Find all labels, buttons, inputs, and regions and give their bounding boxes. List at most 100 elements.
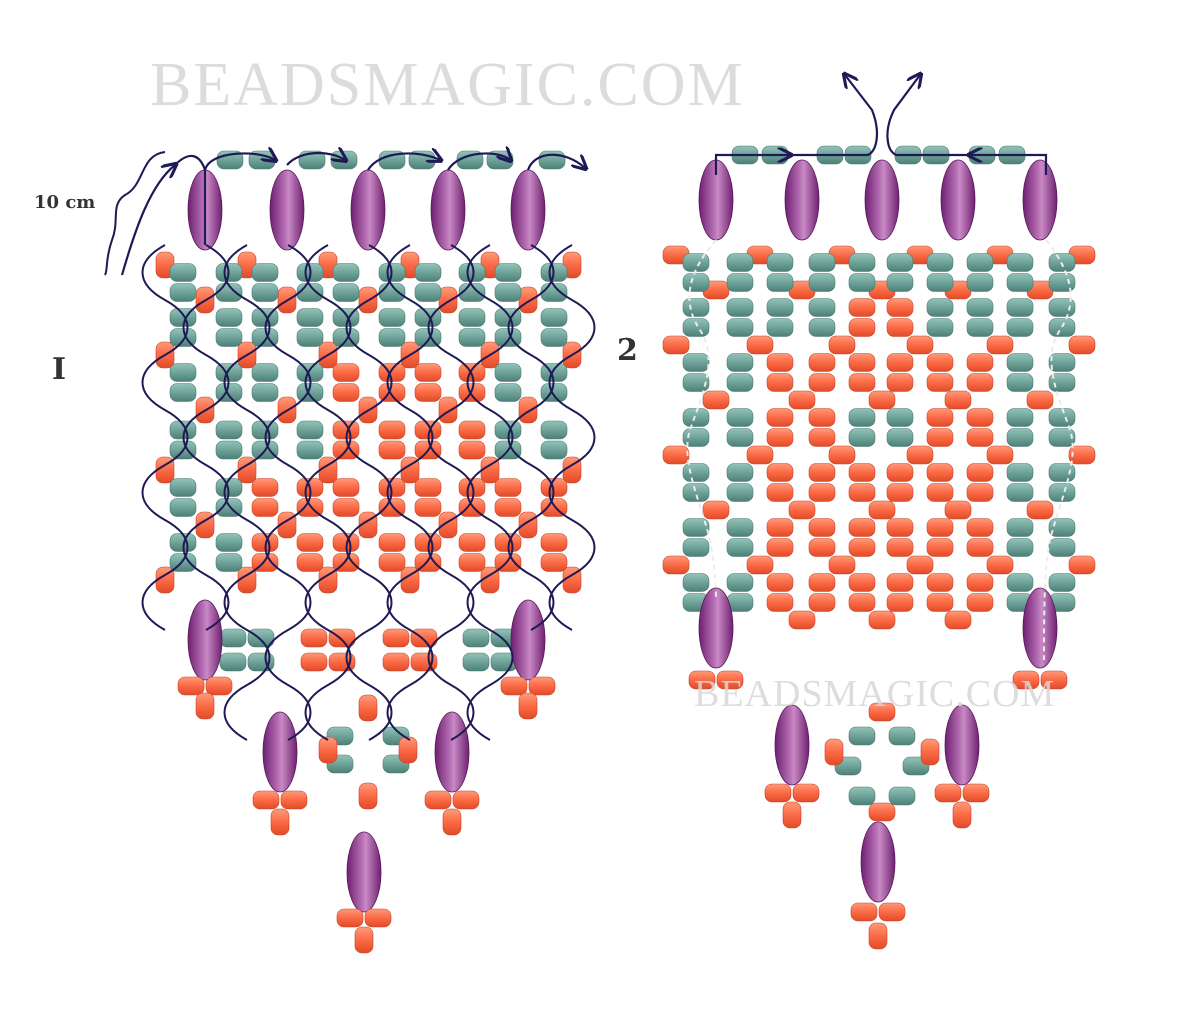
coral-seed-bead xyxy=(378,420,406,440)
coral-seed-bead xyxy=(878,902,906,922)
coral-seed-bead xyxy=(848,298,876,317)
teal-seed-bead xyxy=(1048,353,1076,372)
hidden-thread-line xyxy=(686,239,717,601)
coral-seed-bead xyxy=(378,533,406,552)
teal-seed-bead xyxy=(1006,518,1034,537)
coral-seed-bead xyxy=(886,538,914,557)
coral-seed-bead xyxy=(848,573,876,592)
coral-seed-bead xyxy=(332,478,360,497)
diagram-2-thread-path xyxy=(686,75,1074,661)
coral-seed-bead xyxy=(792,783,820,803)
coral-seed-bead xyxy=(205,676,233,696)
teal-seed-bead xyxy=(1006,538,1034,557)
teal-seed-bead xyxy=(462,628,490,648)
coral-seed-bead xyxy=(926,518,954,537)
purple-oval-bead xyxy=(1022,587,1058,669)
thread-line xyxy=(386,244,434,741)
coral-seed-bead xyxy=(746,445,774,465)
coral-seed-bead xyxy=(886,353,914,372)
coral-seed-bead xyxy=(966,428,994,447)
coral-seed-bead xyxy=(848,518,876,537)
coral-seed-bead xyxy=(966,463,994,482)
teal-seed-bead xyxy=(1006,428,1034,447)
teal-seed-bead xyxy=(726,573,754,592)
coral-seed-bead xyxy=(986,445,1014,465)
teal-seed-bead xyxy=(926,273,954,292)
coral-seed-bead xyxy=(296,533,324,552)
coral-seed-bead xyxy=(177,676,205,696)
teal-seed-bead xyxy=(682,273,710,292)
teal-seed-bead xyxy=(848,408,876,427)
coral-seed-bead xyxy=(848,483,876,502)
teal-seed-bead xyxy=(966,298,994,317)
teal-seed-bead xyxy=(848,428,876,447)
thread-line xyxy=(286,153,345,166)
coral-seed-bead xyxy=(788,610,816,630)
teal-seed-bead xyxy=(458,283,486,302)
coral-seed-bead xyxy=(766,463,794,482)
coral-seed-bead xyxy=(764,783,792,803)
thread-line xyxy=(714,155,790,175)
teal-seed-bead xyxy=(458,308,486,327)
thread-line xyxy=(367,153,440,171)
coral-seed-bead xyxy=(688,670,716,690)
teal-seed-bead xyxy=(215,420,243,440)
coral-seed-bead xyxy=(766,428,794,447)
coral-seed-bead xyxy=(518,396,538,424)
teal-seed-bead xyxy=(458,328,486,347)
watermark-top: BEADSMAGIC.COM xyxy=(150,51,745,119)
coral-seed-bead xyxy=(886,463,914,482)
coral-seed-bead xyxy=(986,555,1014,575)
coral-seed-bead xyxy=(414,363,442,382)
coral-seed-bead xyxy=(438,286,458,314)
coral-seed-bead xyxy=(414,383,442,402)
purple-oval-bead xyxy=(774,704,810,786)
teal-seed-bead xyxy=(1006,408,1034,427)
coral-seed-bead xyxy=(868,802,896,822)
teal-seed-bead xyxy=(251,363,279,382)
coral-seed-bead xyxy=(452,790,480,810)
teal-seed-bead xyxy=(296,440,324,460)
teal-seed-bead xyxy=(1006,273,1034,292)
coral-seed-bead xyxy=(850,902,878,922)
coral-seed-bead xyxy=(966,518,994,537)
thread-line xyxy=(141,244,189,631)
coral-seed-bead xyxy=(788,390,816,410)
teal-seed-bead xyxy=(215,440,243,460)
teal-seed-bead xyxy=(848,253,876,272)
coral-seed-bead xyxy=(926,373,954,392)
coral-seed-bead xyxy=(848,373,876,392)
coral-seed-bead xyxy=(926,573,954,592)
coral-seed-bead xyxy=(458,533,486,552)
teal-seed-bead xyxy=(414,283,442,302)
coral-seed-bead xyxy=(332,383,360,402)
coral-seed-bead xyxy=(540,533,568,552)
coral-seed-bead xyxy=(966,483,994,502)
teal-seed-bead xyxy=(966,253,994,272)
teal-seed-bead xyxy=(462,652,490,672)
teal-seed-bead xyxy=(414,263,442,282)
thread-line xyxy=(120,165,175,276)
diagram-2-beads xyxy=(662,145,1096,950)
coral-seed-bead xyxy=(358,782,378,810)
purple-oval-bead xyxy=(940,159,976,241)
coral-seed-bead xyxy=(966,538,994,557)
coral-seed-bead xyxy=(414,478,442,497)
purple-oval-bead xyxy=(269,169,305,251)
coral-seed-bead xyxy=(252,790,280,810)
coral-seed-bead xyxy=(828,445,856,465)
coral-seed-bead xyxy=(364,908,392,928)
teal-seed-bead xyxy=(1006,373,1034,392)
watermark-middle: BEADSMAGIC.COM xyxy=(694,673,1056,715)
teal-seed-bead xyxy=(808,273,836,292)
coral-seed-bead xyxy=(926,353,954,372)
coral-seed-bead xyxy=(906,335,934,355)
teal-seed-bead xyxy=(1048,318,1076,337)
teal-seed-bead xyxy=(682,408,710,427)
coral-seed-bead xyxy=(746,335,774,355)
coral-seed-bead xyxy=(824,738,844,766)
teal-seed-bead xyxy=(251,263,279,282)
coral-seed-bead xyxy=(808,483,836,502)
coral-seed-bead xyxy=(952,801,972,829)
teal-seed-bead xyxy=(966,318,994,337)
